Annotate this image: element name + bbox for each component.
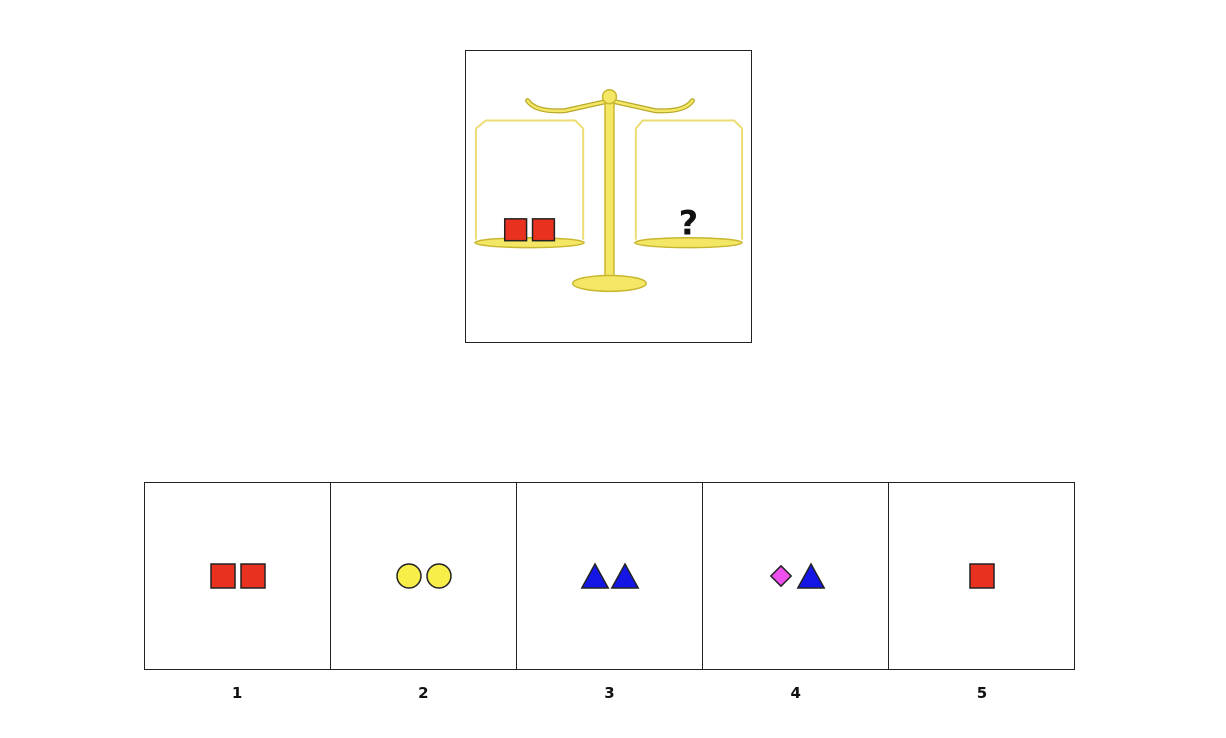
option-5-shapes: [968, 563, 995, 589]
red-square-icon: [531, 218, 556, 242]
option-4-shapes: [769, 562, 825, 589]
option-2[interactable]: [331, 483, 517, 669]
red-square-icon: [968, 563, 995, 589]
option-4[interactable]: [703, 483, 889, 669]
option-label-3: 3: [604, 684, 615, 702]
option-label-4: 4: [790, 684, 801, 702]
left-pan-frame: [474, 119, 585, 240]
right-pan: [634, 236, 743, 249]
option-label-2: 2: [418, 684, 429, 702]
blue-triangle-icon: [580, 562, 609, 589]
yellow-circle-icon: [395, 563, 422, 589]
red-square-icon: [503, 218, 528, 242]
unknown-mark: ?: [679, 204, 699, 243]
blue-triangle-icon: [610, 562, 639, 589]
option-5[interactable]: [889, 483, 1074, 669]
option-label-5: 5: [976, 684, 988, 702]
yellow-circle-icon: [425, 563, 452, 589]
option-2-shapes: [395, 563, 452, 589]
magenta-diamond-icon: [769, 564, 792, 588]
red-square-icon: [239, 563, 266, 589]
option-3-shapes: [580, 562, 639, 589]
scale-pillar: [604, 97, 615, 284]
scale-pivot: [601, 89, 618, 105]
answer-options: [144, 482, 1075, 670]
red-square-icon: [209, 563, 236, 589]
option-3[interactable]: [517, 483, 703, 669]
option-1[interactable]: [145, 483, 331, 669]
left-pan-items: [503, 218, 556, 242]
option-1-shapes: [209, 563, 266, 589]
balance-question-panel: ?: [465, 50, 752, 343]
option-labels: 1 2 3 4 5: [144, 682, 1075, 704]
balance-scale-icon: ?: [474, 89, 744, 293]
option-label-1: 1: [231, 684, 243, 702]
blue-triangle-icon: [796, 562, 825, 589]
left-pan: [474, 236, 585, 249]
scale-base: [572, 274, 647, 293]
right-pan-frame: [634, 119, 744, 240]
